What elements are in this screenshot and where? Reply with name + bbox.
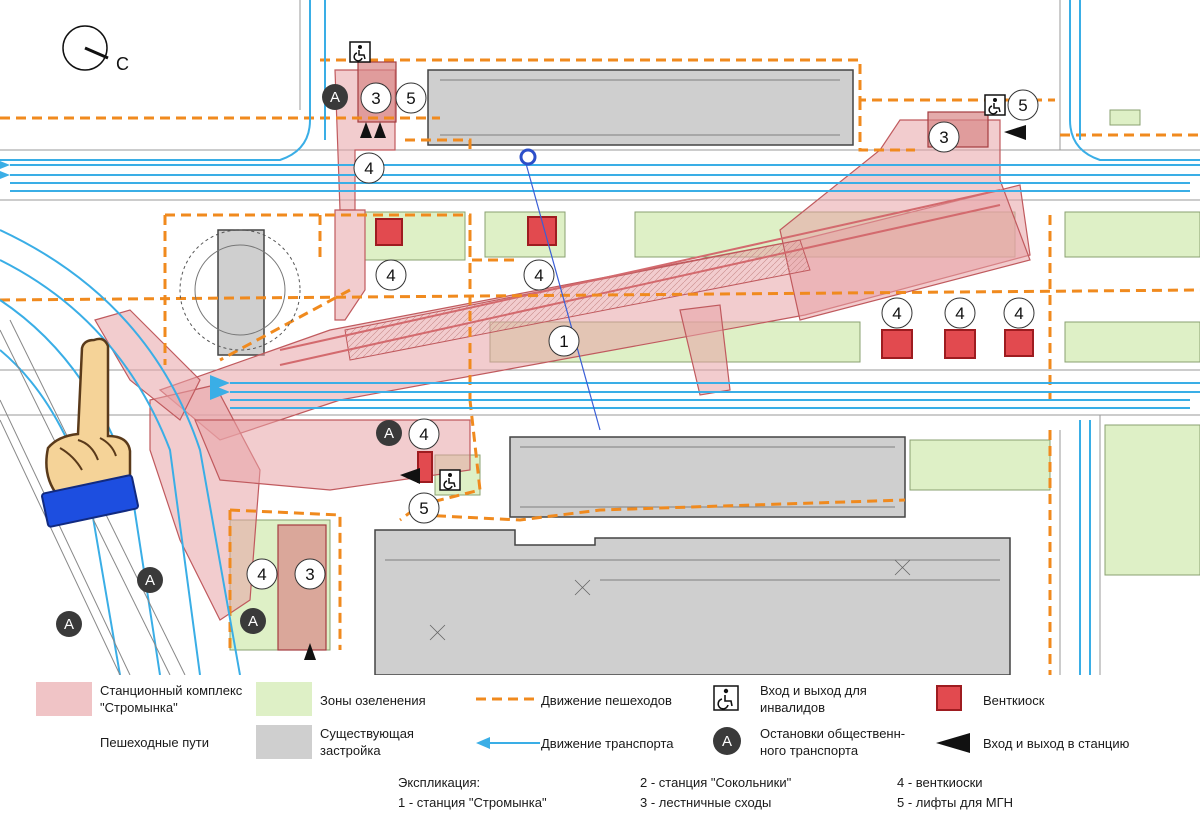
legend-swatch-vent [936,685,962,711]
stop-letter: A [248,613,258,630]
stop-letter: A [64,616,74,633]
zone-number: 5 [419,499,428,518]
north-arrow-icon [84,46,109,60]
pedestrian-routes [0,58,1200,675]
zone-number: 3 [305,565,314,584]
wheelchair-icon [984,94,1006,116]
explication-item: 5 - лифты для МГН [897,795,1014,810]
legend-swatch-green [256,682,312,716]
sokolniki-station [179,229,301,351]
entrance-marker [304,643,316,660]
zone-marker: 3 [294,558,326,590]
station-1-platform [279,189,1001,366]
legend-swatch-station [36,682,92,716]
vent-kiosk [375,218,403,246]
zone-marker: 4 [944,297,976,329]
legend-label-station: Станционный комплекс "Стромынка" [100,683,243,715]
traffic-routes [0,0,1200,675]
bus-stop-marker: A [137,567,163,593]
legend-entrance-icon [936,733,970,753]
legend-label-vent: Венткиоск [983,693,1045,708]
zone-marker: 3 [360,82,392,114]
bus-stop-marker: A [322,84,348,110]
legend-label-existing: Существующая застройка [320,726,414,758]
bus-stop-marker: A [56,611,82,637]
vent-kiosk [1004,329,1034,357]
zone-number: 3 [939,128,948,147]
zone-number: 5 [406,89,415,108]
vent-kiosks [375,216,1034,483]
zone-marker: 4 [375,259,407,291]
legend-label-pedestrian-paths: Пешеходные пути [100,735,209,750]
vent-kiosk [944,329,976,359]
legend-stop-letter: A [722,733,732,750]
zone-marker: 4 [246,558,278,590]
wheelchair-icon [349,41,371,63]
zone-number: 4 [892,304,901,323]
entrance-marker [400,468,420,484]
axis-marker [519,148,537,166]
zone-number: 4 [257,565,266,584]
existing-buildings [217,69,1011,675]
transport-stops: A A A A A [56,84,402,637]
bus-stop-marker: A [376,420,402,446]
explication-item: 4 - венткиоски [897,775,983,790]
legend-label-ped-movement: Движение пешеходов [541,693,672,708]
explication-item: 1 - станция "Стромынка" [398,795,547,810]
legend-transport-arrow-icon [476,737,540,749]
zone-marker: 4 [1003,297,1035,329]
legend-label-disabled: Вход и выход для инвалидов [760,683,867,715]
zone-number: 4 [534,266,543,285]
zone-marker: 4 [353,152,385,184]
axis-line [524,159,601,431]
zone-number: 4 [419,425,428,444]
zone-number: 4 [1014,304,1023,323]
legend-swatch-existing [256,725,312,759]
explication-item: 3 - лестничные сходы [640,795,772,810]
legend: Станционный комплекс "Стромынка" Пешеход… [0,675,1200,821]
station-entrances [304,122,1026,660]
pointing-hand-icon [41,337,139,528]
entrance-marker [374,122,386,138]
legend-pedestrian-line [476,697,540,701]
legend-label-green: Зоны озеленения [320,693,426,708]
compass-label: С [116,54,129,74]
vent-kiosk [417,451,433,483]
zone-marker: 5 [395,82,427,114]
legend-label-stop: Остановки общественн- ного транспорта [760,726,906,758]
zone-number: 5 [1018,96,1027,115]
building-details [385,79,1000,641]
legend-wheelchair-icon [713,685,739,711]
wheelchair-icon [439,469,461,491]
entrance-marker [1004,125,1026,140]
zone-number: 4 [955,304,964,323]
zone-number: 1 [559,332,568,351]
zone-marker: 4 [408,418,440,450]
disabled-access-points [349,41,1006,491]
legend-label-transport: Движение транспорта [541,736,674,751]
bus-stop-marker: A [240,608,266,634]
zone-marker: 4 [881,297,913,329]
explication-item: 2 - станция "Сокольники" [640,775,792,790]
station-site-plan: 3 5 4 5 3 4 4 1 4 4 4 4 5 4 3 A A A A A … [0,0,1200,675]
zone-marker: 4 [523,259,555,291]
entrance-marker [360,122,372,138]
legend-stop-icon: A [713,727,741,755]
legend-swatch-pedestrian-paths [36,725,92,759]
stop-letter: A [145,572,155,589]
zone-marker: 5 [408,492,440,524]
zone-markers: 3 5 4 5 3 4 4 1 4 4 4 4 5 4 3 [246,82,1039,590]
stop-letter: A [384,425,394,442]
vent-kiosk [881,329,913,359]
zone-number: 4 [386,266,395,285]
zone-marker: 3 [928,121,960,153]
stop-letter: A [330,89,340,106]
zone-number: 3 [371,89,380,108]
legend-label-entrance: Вход и выход в станцию [983,736,1130,751]
compass: С [62,25,129,74]
zone-marker: 5 [1007,89,1039,121]
zone-number: 4 [364,159,373,178]
zone-marker: 1 [548,325,580,357]
explication-title: Экспликация: [398,775,481,790]
